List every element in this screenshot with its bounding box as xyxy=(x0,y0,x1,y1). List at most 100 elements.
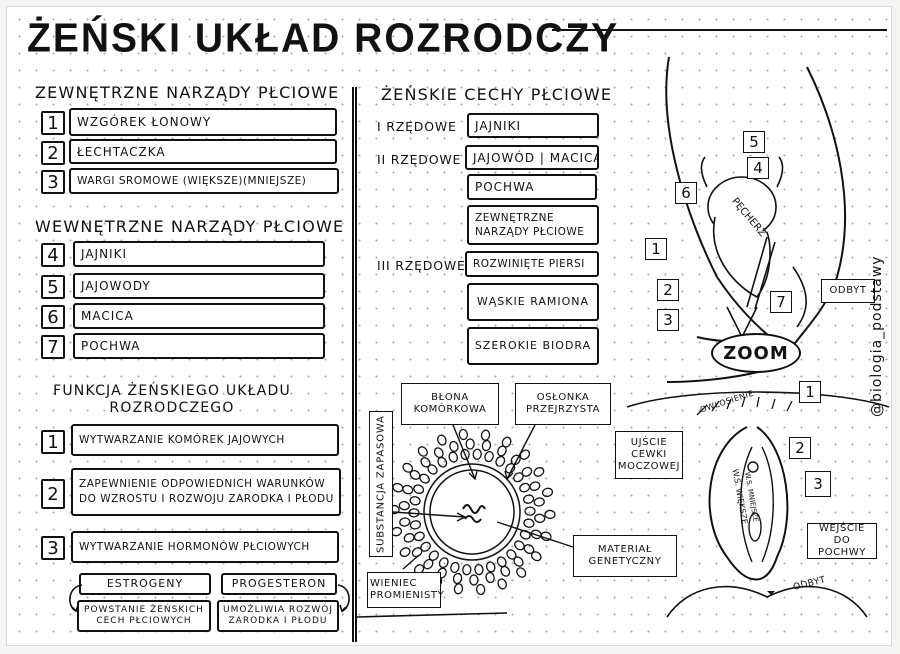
corona-cell xyxy=(469,574,479,586)
external-organs-heading: ZEWNĘTRZNE NARZĄDY PŁCIOWE xyxy=(35,83,340,102)
corona-cell xyxy=(438,557,449,569)
anatomy-label-number: 3 xyxy=(657,309,679,331)
label-genetic-material: MATERIAŁ GENETYCZNY xyxy=(573,535,677,577)
feature-item: WĄSKIE RAMIONA xyxy=(467,283,599,321)
corona-cell xyxy=(530,551,542,562)
corona-cell xyxy=(420,457,431,468)
corona-cell xyxy=(449,440,459,453)
external-item-number: 1 xyxy=(41,111,65,135)
function-item-label: ZAPEWNIENIE ODPOWIEDNICH WARUNKÓW DO WZR… xyxy=(71,468,341,516)
corona-cell xyxy=(529,481,541,491)
internal-item-number: 7 xyxy=(41,335,65,359)
anatomy-label-number: 6 xyxy=(675,182,697,204)
corona-cell xyxy=(458,428,468,441)
internal-item-number: 6 xyxy=(41,305,65,329)
function-item-label: WYTWARZANIE HORMONÓW PŁCIOWYCH xyxy=(71,531,339,563)
corona-cell xyxy=(521,466,533,477)
corona-cell xyxy=(481,439,492,452)
feature-item: JAJNIKI xyxy=(467,113,599,138)
corona-cell xyxy=(540,531,552,542)
corona-cell xyxy=(523,518,535,528)
anatomy-label-number: 2 xyxy=(657,279,679,301)
external-view-label-number: 3 xyxy=(805,471,831,497)
label-vagina-entry: WEJŚCIE DO POCHWY xyxy=(807,523,877,559)
corona-cell xyxy=(524,506,536,516)
function-heading: FUNKCJA ŻEŃSKIEGO UKŁADU ROZRODCZEGO xyxy=(27,383,317,417)
corona-cell xyxy=(409,520,422,530)
hormone-estrogen: ESTROGENY xyxy=(79,573,211,595)
anatomy-label-number: 7 xyxy=(770,291,792,313)
title-underline xyxy=(552,29,887,31)
corona-cell xyxy=(392,482,404,493)
hormone-progesterone-effect: UMOŻLIWIA ROZWÓJ ZARODKA I PŁODU xyxy=(217,600,339,632)
notebook-page: ŻEŃSKI UKŁAD ROZRODCZY ZEWNĘTRZNE NARZĄD… xyxy=(6,6,892,646)
corona-cell xyxy=(519,449,531,460)
anatomy-label-number: 4 xyxy=(747,157,769,179)
corona-cell xyxy=(465,438,475,450)
corona-cell xyxy=(484,451,494,463)
hormone-estrogen-effect: POWSTANIE ŻEŃSKICH CECH PŁCIOWYCH xyxy=(77,600,211,632)
corona-cell xyxy=(480,429,491,441)
corona-cell xyxy=(497,578,507,590)
feature-item: ROZWINIĘTE PIERSI xyxy=(465,251,599,277)
anatomy-label-number: 1 xyxy=(645,238,667,260)
internal-organs-heading: WEWNĘTRZNE NARZĄDY PŁCIOWE xyxy=(35,217,345,236)
corona-cell xyxy=(534,513,546,523)
corona-cell xyxy=(398,501,410,511)
label-corona-radiata: WIENIEC PROMIENISTY xyxy=(367,572,444,608)
anatomy-label-number: 5 xyxy=(743,131,765,153)
function-heading-line2: ROZRODCZEGO xyxy=(109,400,235,416)
internal-item-label: POCHWA xyxy=(73,333,325,359)
column-divider xyxy=(352,87,357,642)
internal-item-label: MACICA xyxy=(73,303,325,329)
external-item-number: 2 xyxy=(41,141,65,165)
egg-label-arrows xyxy=(356,424,574,618)
uterus-sideview-drawing xyxy=(665,56,847,383)
internal-item-label: JAJOWODY xyxy=(73,273,325,299)
corona-cell xyxy=(409,496,421,506)
internal-item-label: JAJNIKI xyxy=(73,241,325,267)
zoom-bubble: ZOOM xyxy=(711,333,801,373)
feature-rank: II RZĘDOWE xyxy=(377,152,462,167)
features-heading: ŻEŃSKIE CECHY PŁCIOWE xyxy=(381,85,613,104)
feature-item: SZEROKIE BIODRA xyxy=(467,327,599,365)
function-item-label: WYTWARZANIE KOMÓREK JAJOWYCH xyxy=(71,424,339,456)
corona-cell xyxy=(476,583,486,596)
external-item-label: ŁECHTACZKA xyxy=(69,139,337,164)
corona-cell xyxy=(399,547,411,558)
corona-cell xyxy=(533,466,545,477)
corona-cell xyxy=(474,563,484,576)
label-cell-membrane: BŁONA KOMÓRKOWA xyxy=(401,383,499,425)
feature-item: POCHWA xyxy=(467,174,597,200)
corona-cell xyxy=(485,561,496,573)
function-heading-line1: FUNKCJA ŻEŃSKIEGO UKŁADU xyxy=(53,383,291,399)
corona-cell xyxy=(485,571,495,584)
corona-cell xyxy=(544,509,556,520)
corona-cell xyxy=(533,497,545,507)
corona-cell xyxy=(541,487,554,498)
hormone-arrows xyxy=(69,584,350,613)
corona-cell xyxy=(514,540,525,551)
corona-cell xyxy=(513,556,524,567)
corona-cell xyxy=(413,531,425,542)
corona-cell xyxy=(413,484,425,495)
internal-item-number: 5 xyxy=(41,275,65,299)
corona-cell xyxy=(516,567,527,578)
feature-item: JAJOWÓD | MACICA xyxy=(465,145,599,170)
corona-cell xyxy=(452,572,463,585)
corona-cell xyxy=(402,462,414,473)
corona-cell xyxy=(462,564,472,576)
function-item-number: 3 xyxy=(41,536,65,560)
corona-cell xyxy=(450,561,460,573)
corona-cell xyxy=(500,565,511,577)
external-item-number: 3 xyxy=(41,170,65,194)
author-handle: @biologia_podstawy xyxy=(869,255,885,417)
corona-cell xyxy=(519,482,531,493)
external-view-label-number: 1 xyxy=(799,381,821,403)
external-genitalia-drawing xyxy=(626,391,890,618)
feature-rank: III RZĘDOWE xyxy=(377,258,466,273)
feature-item: ZEWNĘTRZNE NARZĄDY PŁCIOWE xyxy=(467,205,599,245)
corona-cell xyxy=(453,583,464,595)
corona-cell xyxy=(419,473,430,484)
page-title: ŻEŃSKI UKŁAD ROZRODCZY xyxy=(27,15,620,62)
